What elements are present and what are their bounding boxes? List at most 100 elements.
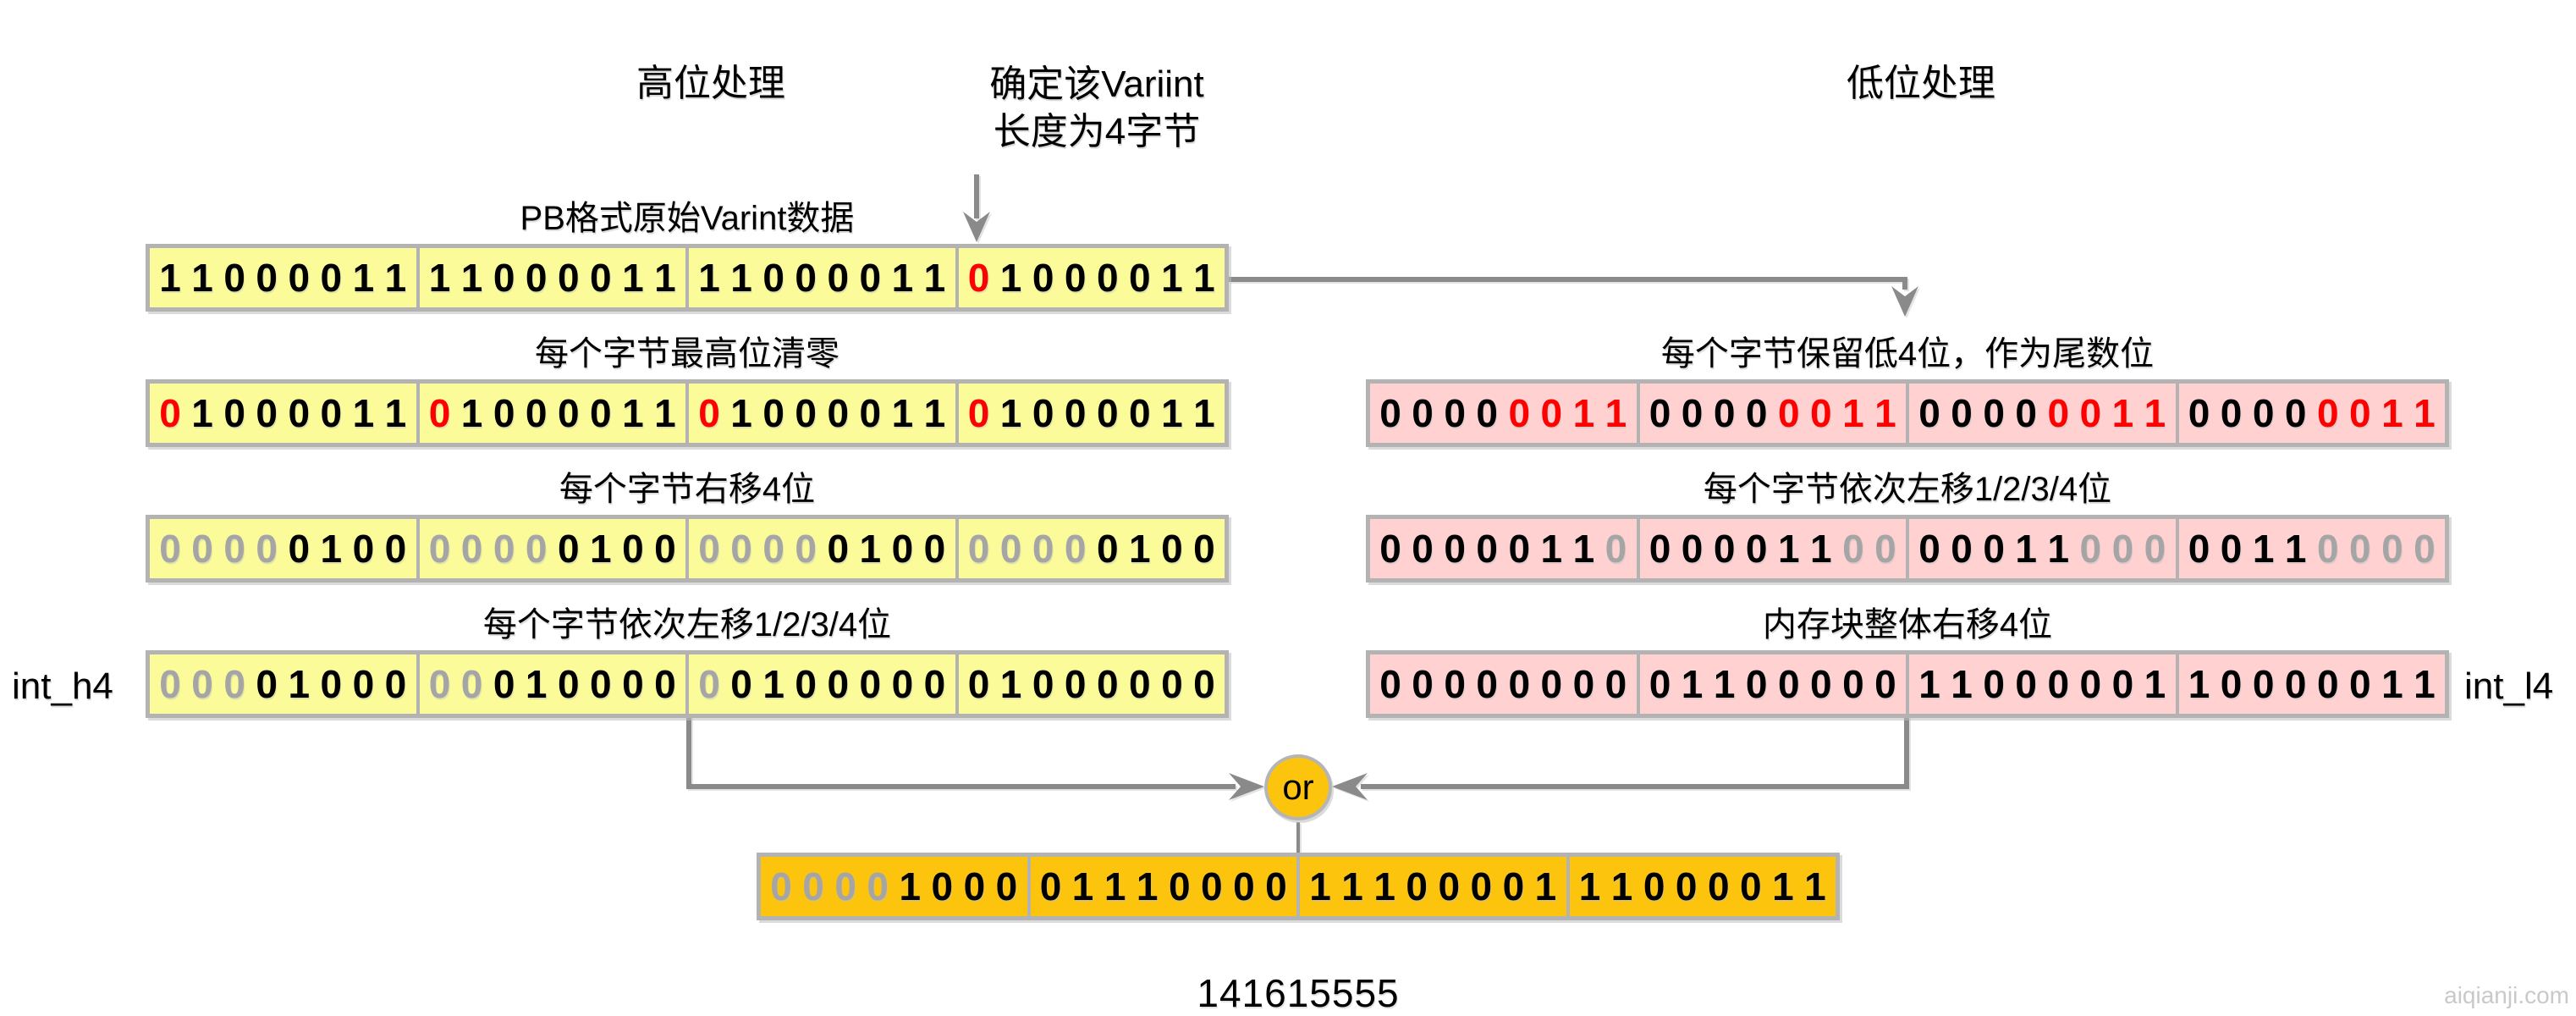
- bit-digit: 0: [1168, 864, 1191, 908]
- bit-digit: 0: [1540, 662, 1563, 706]
- bit-digit: 1: [1951, 662, 1973, 706]
- bit-digit: 1: [2047, 527, 2070, 571]
- bit-digit: 1: [320, 527, 343, 571]
- bit-digit: 0: [698, 391, 720, 435]
- bit-digit: 0: [1874, 527, 1896, 571]
- bit-digit: 0: [967, 527, 990, 571]
- bit-digit: 0: [1161, 527, 1183, 571]
- bit-digit: 0: [191, 527, 213, 571]
- bit-digit: 0: [525, 527, 548, 571]
- bit-digit: 1: [1161, 391, 1183, 435]
- bit-digit: 1: [891, 391, 914, 435]
- bit-digit: 0: [2079, 391, 2102, 435]
- bit-digit: 0: [963, 864, 986, 908]
- bit-digit: 1: [1129, 527, 1151, 571]
- bit-digit: 0: [460, 662, 483, 706]
- bit-digit: 0: [1983, 391, 2005, 435]
- bit-digit: 0: [2252, 391, 2275, 435]
- bit-digit: 1: [762, 662, 784, 706]
- bit-digit: 0: [995, 864, 1018, 908]
- label-original-varint: PB格式原始Varint数据: [520, 200, 855, 237]
- bit-digit: 1: [2144, 662, 2166, 706]
- bit-digit: 0: [159, 527, 181, 571]
- bit-digit: 0: [1951, 391, 1973, 435]
- bit-digit: 1: [1193, 256, 1215, 300]
- bit-digit: 0: [2220, 391, 2243, 435]
- bit-digit: 1: [1804, 864, 1826, 908]
- bit-digit: 0: [1233, 864, 1255, 908]
- bit-digit: 1: [2252, 527, 2275, 571]
- bit-digit: 0: [256, 391, 278, 435]
- arrowhead-left-into-or: [1332, 773, 1368, 800]
- bit-digit: 0: [1745, 391, 1768, 435]
- bit-digit: 0: [1681, 527, 1704, 571]
- bit-digit: 0: [827, 527, 850, 571]
- bit-digit: 1: [1772, 864, 1794, 908]
- bit-digit: 1: [654, 256, 676, 300]
- int-h4-label: int_h4: [12, 665, 113, 707]
- bit-digit: 0: [1604, 527, 1627, 571]
- bit-digit: 0: [1918, 391, 1940, 435]
- low-bits-title: 低位处理: [1847, 63, 1995, 104]
- bit-digit: 0: [1379, 662, 1401, 706]
- bit-digit: 0: [1649, 391, 1671, 435]
- bit-digit: 0: [2349, 527, 2371, 571]
- bit-digit: 0: [223, 527, 245, 571]
- bit-digit: 0: [891, 662, 914, 706]
- bit-digit: 0: [2111, 662, 2134, 706]
- bit-digit: 0: [428, 527, 451, 571]
- bit-digit: 0: [802, 864, 824, 908]
- bit-digit: 1: [191, 256, 213, 300]
- bit-digit: 0: [1745, 527, 1768, 571]
- bit-digit: 0: [460, 527, 483, 571]
- bit-digit: 0: [2015, 662, 2038, 706]
- bit-digit: 1: [352, 391, 375, 435]
- bit-digit: 0: [493, 256, 515, 300]
- bit-digit: 0: [256, 662, 278, 706]
- bit-digit: 0: [1810, 662, 1832, 706]
- bit-digit: 0: [256, 256, 278, 300]
- bit-digit: 1: [1681, 662, 1704, 706]
- bit-digit: 0: [1161, 662, 1183, 706]
- watermark: aiqianji.com: [2444, 982, 2569, 1008]
- bit-digit: 0: [1745, 662, 1768, 706]
- bit-digit: 0: [999, 527, 1022, 571]
- bit-digit: 0: [1476, 662, 1499, 706]
- bit-digit: 0: [827, 391, 850, 435]
- connector-inth4-to-or: [686, 716, 1236, 789]
- bit-digit: 1: [1104, 864, 1126, 908]
- bit-digit: 0: [1470, 864, 1493, 908]
- bit-digit: 1: [1842, 391, 1864, 435]
- result-decimal-value: 141615555: [1197, 971, 1400, 1015]
- bit-digit: 0: [1810, 391, 1832, 435]
- bit-digit: 0: [698, 527, 720, 571]
- bit-digit: 0: [923, 527, 946, 571]
- bit-digit: 1: [1713, 662, 1736, 706]
- bit-digit: 0: [923, 662, 946, 706]
- label-block-shift-right-4: 内存块整体右移4位: [1762, 606, 2053, 643]
- bit-digit: 1: [2188, 662, 2210, 706]
- bit-digit: 0: [1476, 527, 1499, 571]
- bit-digit: 0: [1096, 662, 1119, 706]
- bit-digit: 0: [770, 864, 792, 908]
- bit-digit: 0: [1681, 391, 1704, 435]
- bit-digit: 1: [1540, 527, 1563, 571]
- bit-digit: 1: [923, 256, 946, 300]
- varint-length-annotation: 确定该Variint 长度为4字节: [957, 61, 1236, 156]
- bit-digit: 0: [1643, 864, 1665, 908]
- bit-digit: 1: [1572, 527, 1595, 571]
- label-shift-left-1234-high: 每个字节依次左移1/2/3/4位: [482, 606, 892, 643]
